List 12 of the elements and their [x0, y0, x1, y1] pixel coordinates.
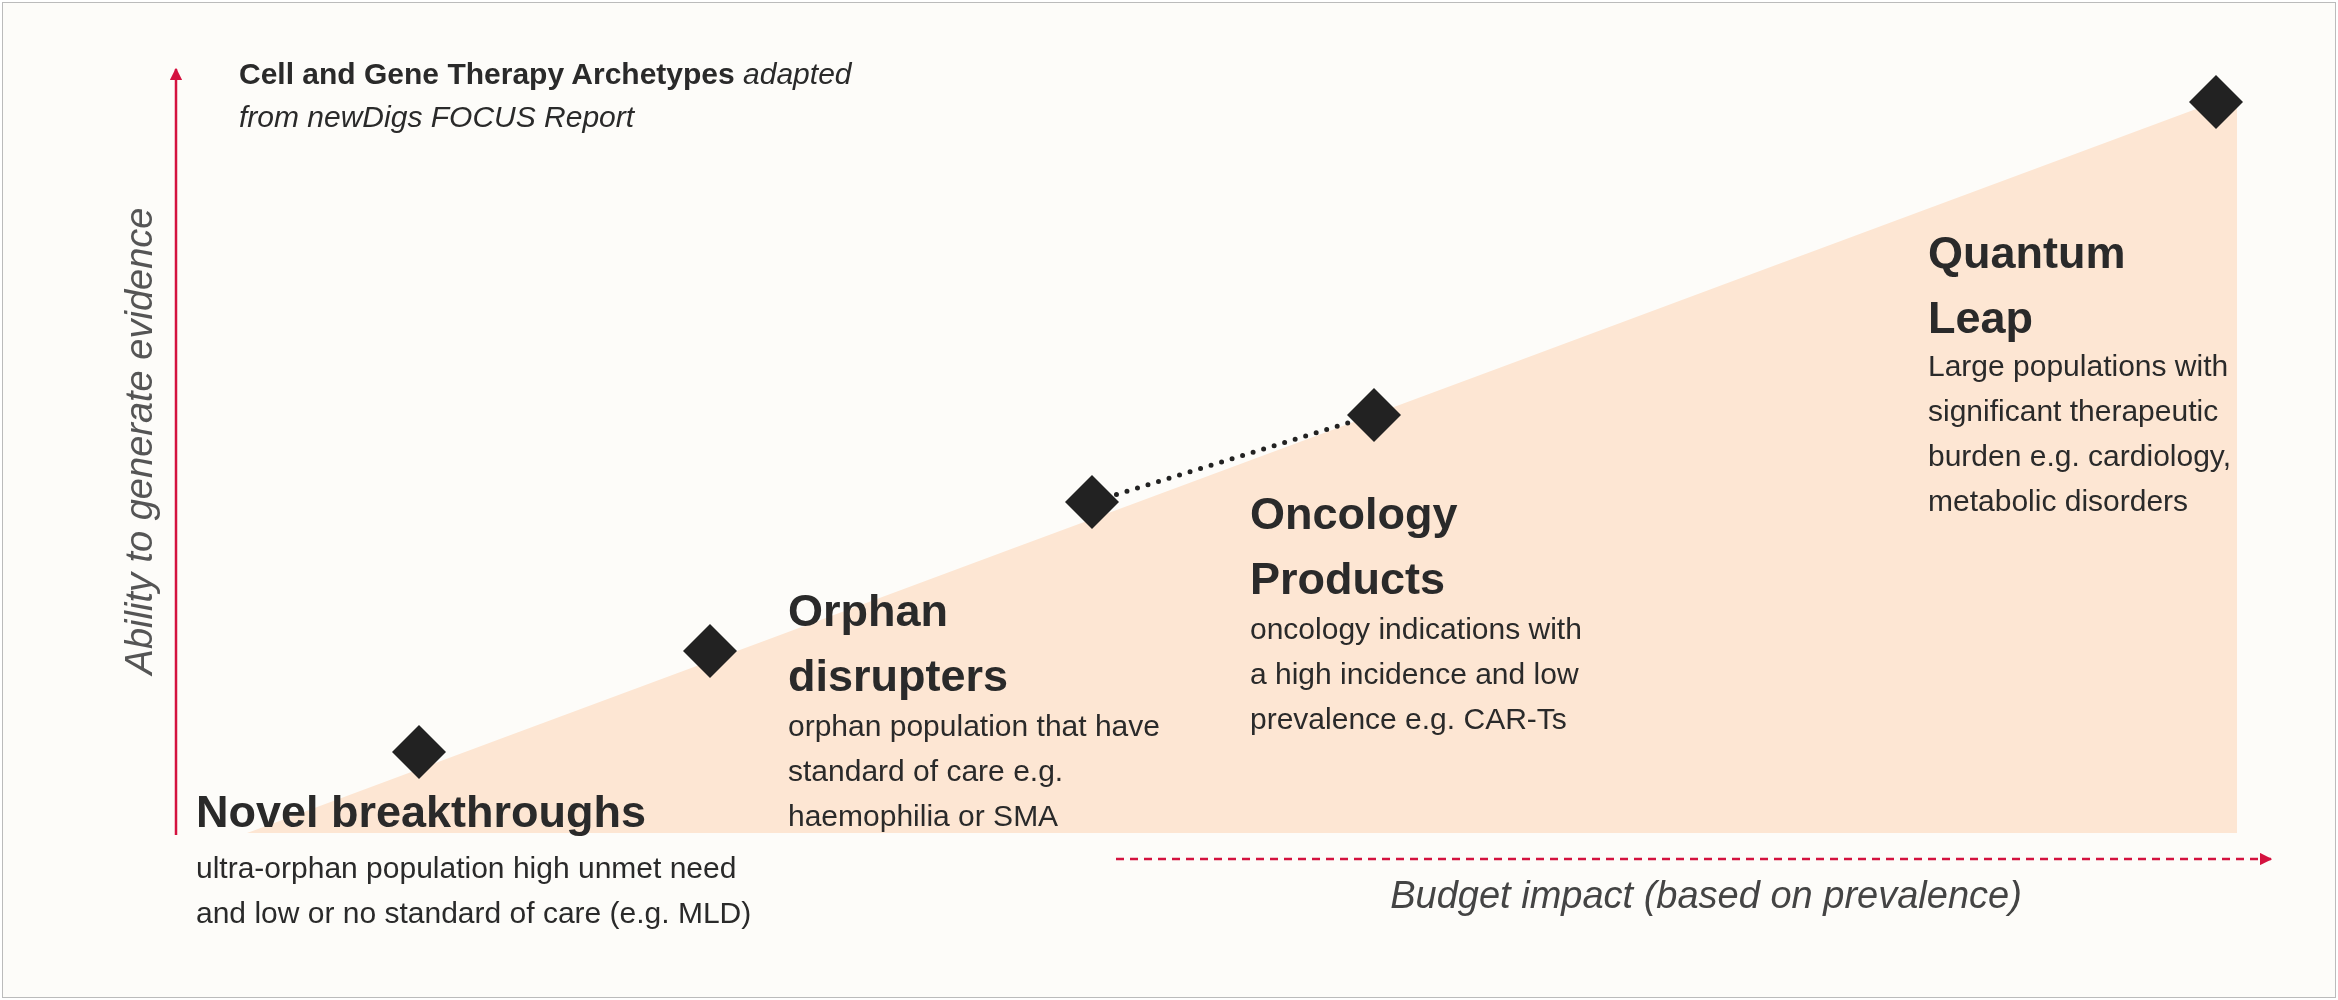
axis-label: Ability to generate evidence	[117, 207, 162, 675]
archetype-description: ultra-orphan population high unmet need and low or no standard of care (e.g. MLD)	[196, 850, 753, 931]
axis-label: Budget impact (based on prevalence)	[1390, 873, 2022, 919]
archetype-description: oncology indications with a high incidence and low prevalence e.g. CAR-Ts	[1250, 611, 1583, 737]
archetype-heading: Novel breakthroughs	[196, 785, 648, 839]
archetype-description: Large populations with significant therapeutic burden e.g. cardiology, metabolic disorders	[1928, 348, 2232, 519]
archetype-description: orphan population that have standard of care e.g. haemophilia or SMA	[788, 708, 1161, 834]
archetype-heading: Oncology Products	[1250, 487, 1459, 607]
connector-line	[1113, 420, 1353, 497]
chart-title: Cell and Gene Therapy Archetypes adapted from newDigs FOCUS Report	[239, 56, 853, 135]
archetype-heading: Quantum Leap	[1928, 226, 2127, 346]
archetype-heading: Orphan disrupters	[788, 584, 1010, 704]
